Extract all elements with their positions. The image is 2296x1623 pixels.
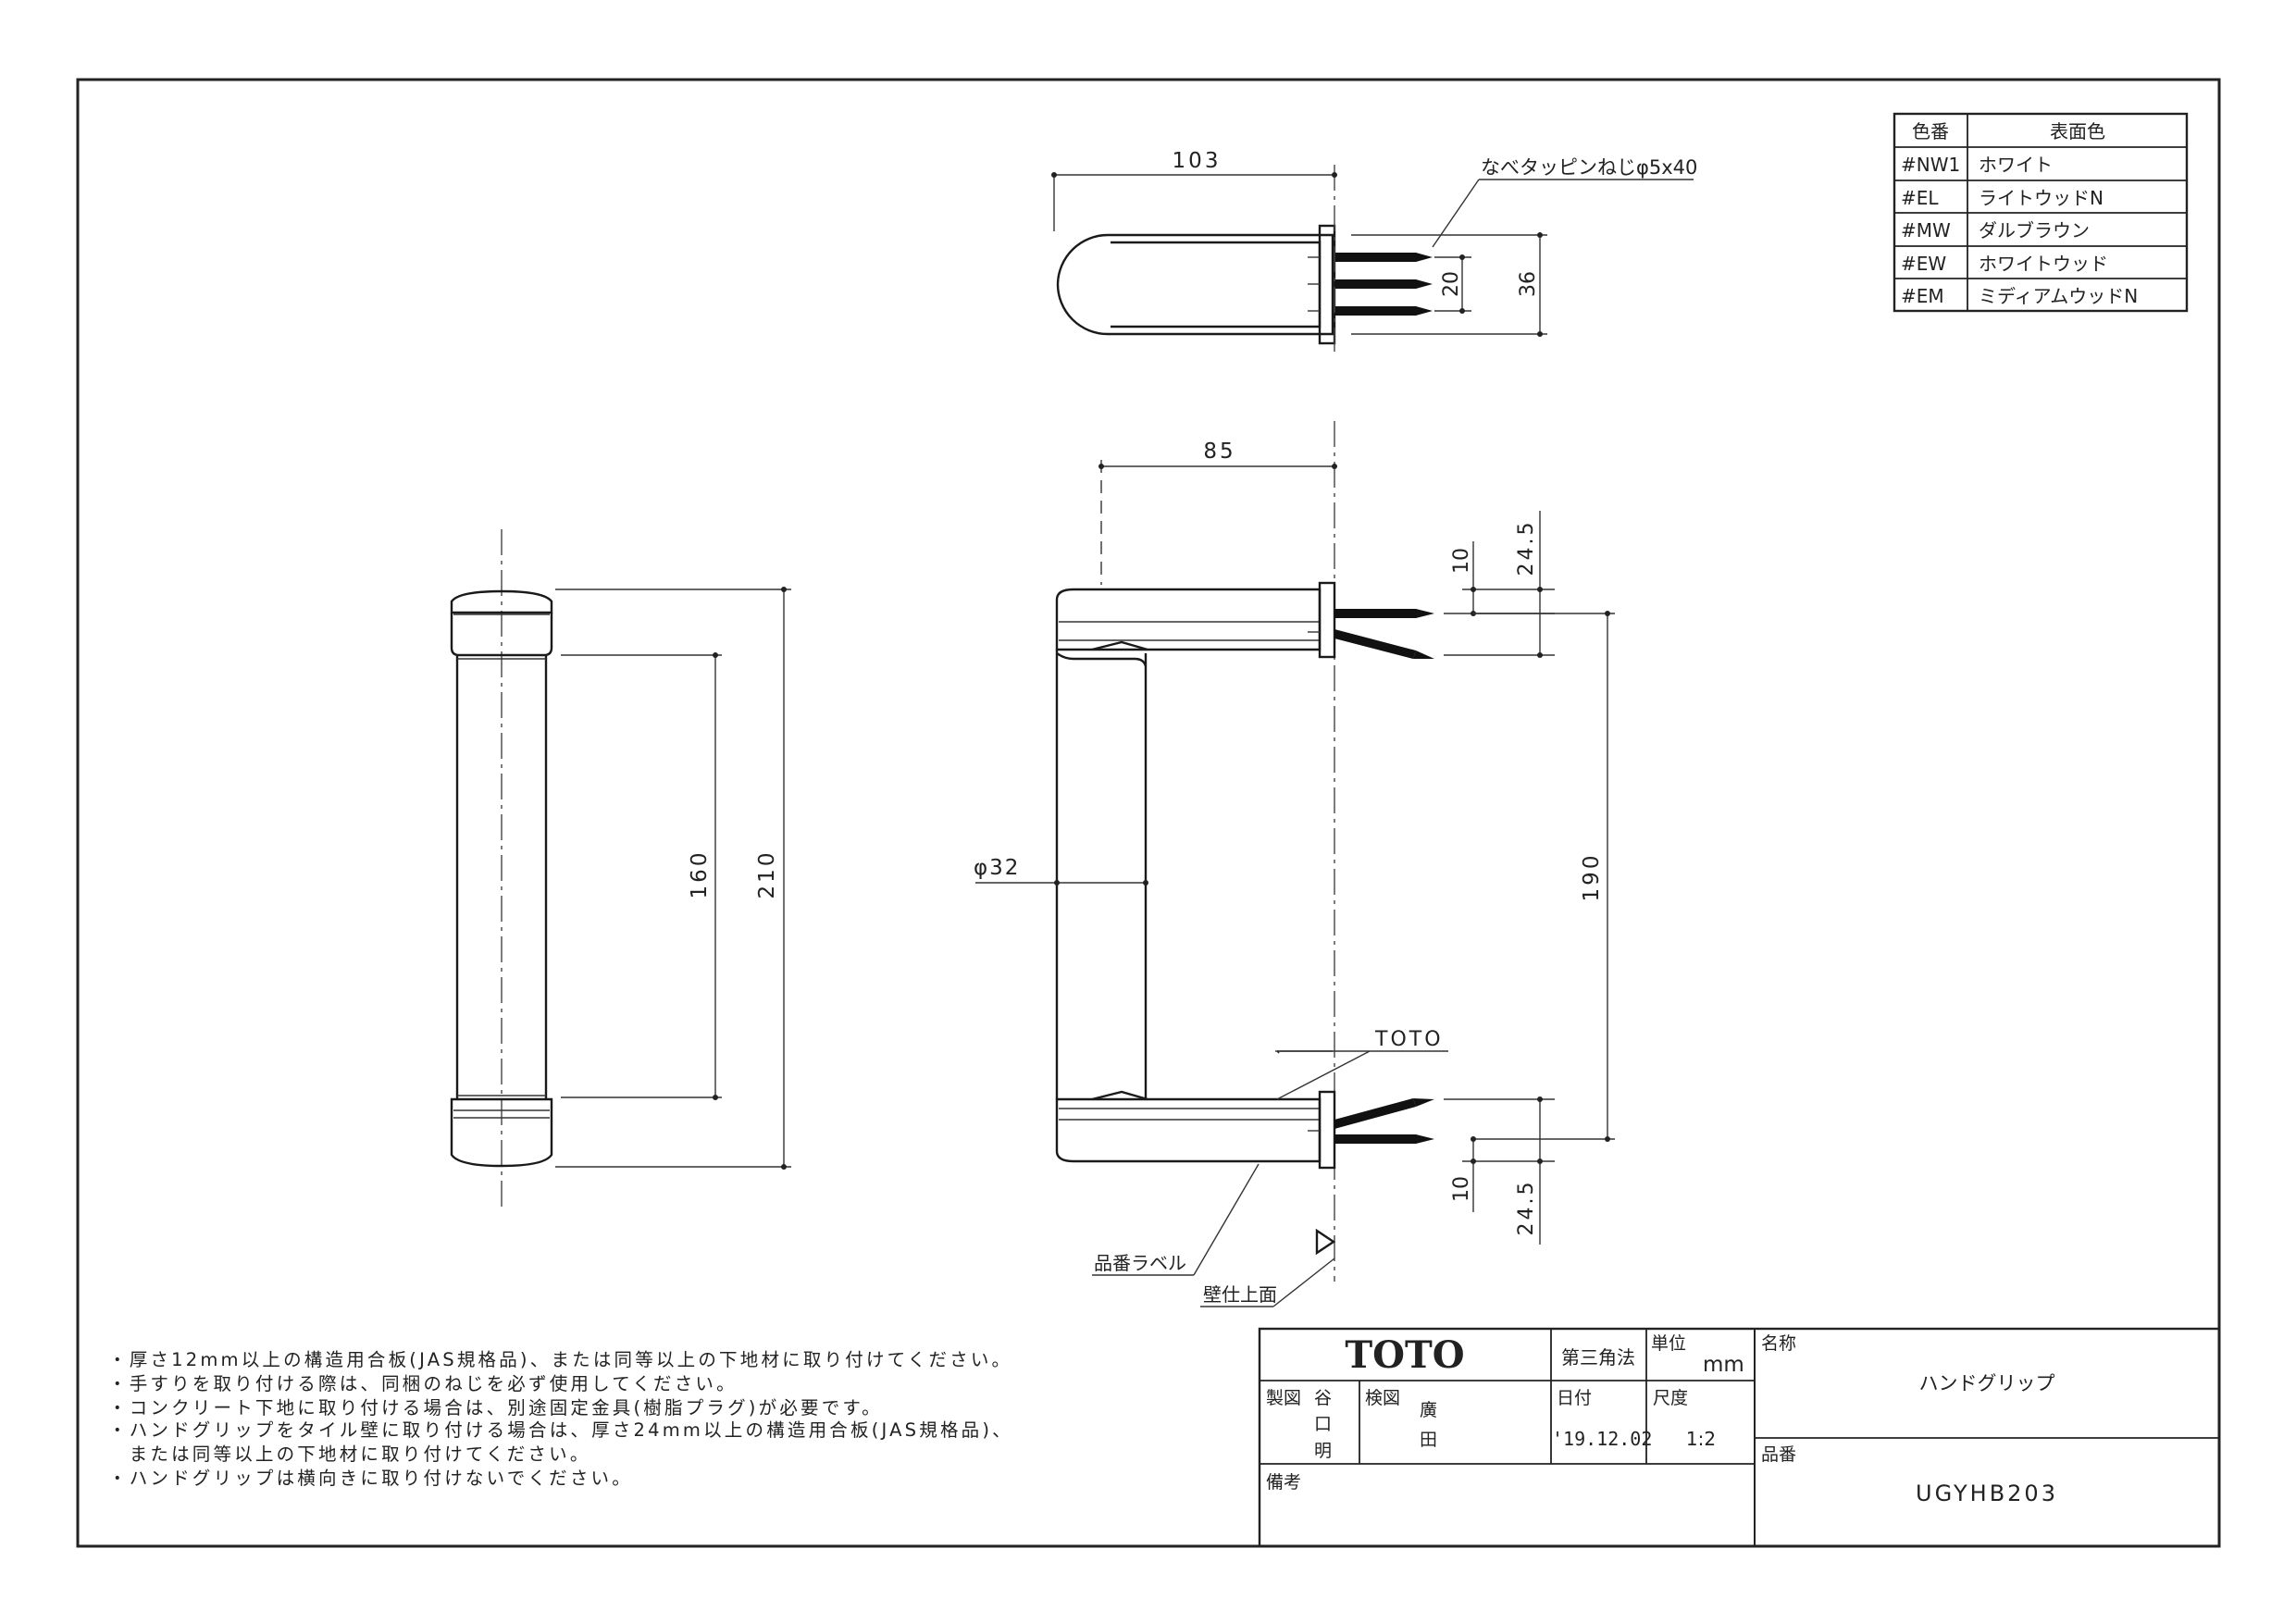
title-unit-value: mm <box>1703 1353 1744 1377</box>
product-label-callout: 品番ラベル <box>1094 1252 1186 1274</box>
title-remarks-label: 備考 <box>1266 1472 1301 1493</box>
title-drawn-by: 明 <box>1314 1441 1332 1461</box>
title-block: TOTO 第三角法 単位 mm 名称 ハンドグリップ 製図 谷 口 明 検図 廣… <box>1258 1327 2221 1548</box>
title-checked-label: 検図 <box>1365 1388 1400 1408</box>
screw-callout: なべタッピンねじφ5x40 <box>1481 156 1697 179</box>
title-name-label: 名称 <box>1761 1333 1796 1354</box>
title-checked-by: 田 <box>1420 1430 1437 1450</box>
notes-block: ・厚さ12mm以上の構造用合板(JAS規格品)、または同等以上の下地材に取り付け… <box>108 1349 1013 1489</box>
sheet-border <box>76 78 2221 1548</box>
note-line: ・ハンドグリップは横向きに取り付けないでください。 <box>108 1468 633 1489</box>
dim-side-depth: 85 <box>1203 440 1235 464</box>
color-table: 色番 表面色 #NW1 ホワイト #EL ライトウッドN #MW ダルブラウン … <box>1893 112 2189 313</box>
color-code: #NW1 <box>1901 154 1960 176</box>
color-code: #EW <box>1901 253 1946 275</box>
dim-base-width: 36 <box>1517 271 1540 297</box>
dim-mount-pitch: 190 <box>1580 853 1604 902</box>
title-name-value: ハンドグリップ <box>1919 1372 2055 1394</box>
title-date-label: 日付 <box>1557 1388 1592 1408</box>
dim-screw-pitch: 20 <box>1440 271 1463 297</box>
top-view: 103 なべタッピンねじφ5x40 20 36 <box>1051 149 1697 352</box>
title-drawn-by: 谷 <box>1314 1388 1332 1408</box>
color-code: #MW <box>1901 219 1951 242</box>
color-name: ライトウッドN <box>1979 187 2104 209</box>
note-line: ・厚さ12mm以上の構造用合板(JAS規格品)、または同等以上の下地材に取り付け… <box>108 1349 1012 1370</box>
dim-lower-offset-245: 24.5 <box>1515 1180 1538 1236</box>
toto-mark-label: TOTO <box>1374 1028 1444 1051</box>
title-unit-label: 単位 <box>1651 1333 1686 1354</box>
dim-upper-offset-10: 10 <box>1450 548 1473 574</box>
note-line: ・コンクリート下地に取り付ける場合は、別途固定金具(樹脂プラグ)が必要です。 <box>108 1397 883 1419</box>
title-drawn-label: 製図 <box>1266 1388 1301 1408</box>
dim-top-length: 103 <box>1173 149 1222 173</box>
side-view: 85 10 24.5 190 10 24.5 φ32 <box>974 421 1615 1307</box>
color-code: #EM <box>1901 285 1944 307</box>
title-part-no-label: 品番 <box>1761 1444 1796 1465</box>
dim-front-overall: 210 <box>755 850 779 899</box>
note-line: ・ハンドグリップをタイル壁に取り付ける場合は、厚さ24mm以上の構造用合板(JA… <box>108 1419 1013 1441</box>
note-line: ・手すりを取り付ける際は、同梱のねじを必ず使用してください。 <box>108 1373 738 1394</box>
title-part-no-value: UGYHB203 <box>1916 1481 2058 1506</box>
screw-upper-2 <box>1334 629 1434 659</box>
color-table-header-name: 表面色 <box>2050 120 2105 142</box>
screw-top-2 <box>1334 279 1433 289</box>
title-scale-value: 1:2 <box>1686 1428 1716 1450</box>
screw-top-1 <box>1334 253 1433 262</box>
title-date-value: '19.12.02 <box>1552 1428 1652 1450</box>
front-view: 160 210 <box>450 529 791 1212</box>
wall-finish-callout: 壁仕上面 <box>1203 1283 1277 1306</box>
screw-lower-1 <box>1334 1098 1434 1129</box>
color-table-header-code: 色番 <box>1912 120 1949 142</box>
screw-upper-1 <box>1334 609 1434 618</box>
title-logo: TOTO <box>1345 1333 1464 1377</box>
dim-front-inner: 160 <box>688 850 712 899</box>
title-projection: 第三角法 <box>1561 1346 1635 1369</box>
screw-top-3 <box>1334 306 1433 316</box>
title-scale-label: 尺度 <box>1653 1388 1688 1408</box>
color-name: ダルブラウン <box>1979 219 2090 242</box>
color-name: ホワイト <box>1979 154 2053 176</box>
screw-lower-2 <box>1334 1134 1434 1144</box>
title-checked-by: 廣 <box>1420 1400 1437 1420</box>
note-line: または同等以上の下地材に取り付けてください。 <box>108 1443 591 1465</box>
color-name: ミディアムウッドN <box>1979 285 2138 307</box>
title-drawn-by: 口 <box>1314 1414 1332 1434</box>
color-code: #EL <box>1901 187 1939 209</box>
color-name: ホワイトウッド <box>1979 253 2108 275</box>
dim-diameter: φ32 <box>974 856 1020 880</box>
dim-lower-offset-10: 10 <box>1450 1176 1473 1202</box>
dim-upper-offset-245: 24.5 <box>1515 520 1538 576</box>
